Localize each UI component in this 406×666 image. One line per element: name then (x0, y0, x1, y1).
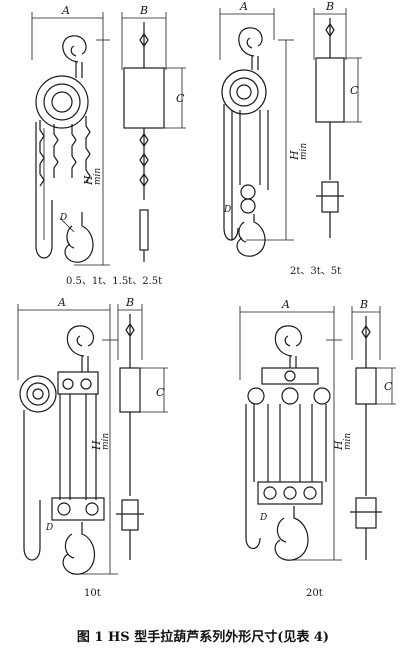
panel-2-capacity-label: 2t、3t、5t (290, 266, 341, 277)
panel-3-dim-b-label: B (125, 296, 134, 309)
panel-3-capacity-label: 10t (84, 588, 101, 599)
panel-4-dim-a-label: A (281, 298, 290, 311)
panel-4-dim-h-sub: min (343, 433, 353, 450)
panel-4-dim-h-label: H (332, 440, 345, 451)
panel-2-dim-d-label: D (223, 205, 231, 215)
panel-1-capacity-label: 0.5、1t、1.5t、2.5t (66, 276, 162, 287)
panel-4-dim-d-label: D (259, 513, 267, 523)
panel-1-dim-a-label: A (61, 4, 70, 17)
panel-1-hoist-drawing: A D H min B (31, 4, 186, 266)
panel-4-capacity-label: 20t (306, 588, 323, 599)
panel-3-dim-h-sub: min (101, 433, 111, 450)
panel-3-dim-h-label: H (90, 440, 103, 451)
panel-1-dim-h-sub: min (93, 168, 103, 185)
panel-2-dim-c-label: C (350, 84, 359, 97)
panel-3-dim-d-label: D (45, 523, 53, 533)
panel-1-dim-h-label: H (82, 175, 95, 186)
panel-3-hoist-drawing: A D H min B (17, 296, 168, 575)
panel-1-dim-c-label: C (176, 92, 185, 105)
panel-4-dim-c-label: C (384, 380, 393, 393)
panel-1-dim-d-label: D (59, 213, 67, 223)
panel-3-dim-c-label: C (156, 386, 165, 399)
panel-1-dim-b-label: B (139, 4, 148, 17)
panel-4-hoist-drawing: A D H min B (239, 298, 396, 561)
figure-caption: 图 1 HS 型手拉葫芦系列外形尺寸(见表 4) (76, 630, 330, 645)
panel-2-dim-h-sub: min (299, 143, 309, 160)
panel-2-dim-a-label: A (239, 0, 248, 13)
panel-2-dim-b-label: B (325, 0, 334, 13)
panel-2-hoist-drawing: A D H min B (219, 0, 362, 257)
panel-3-dim-a-label: A (57, 296, 66, 309)
panel-4-dim-b-label: B (359, 298, 368, 311)
panel-2-dim-h-label: H (288, 150, 301, 161)
